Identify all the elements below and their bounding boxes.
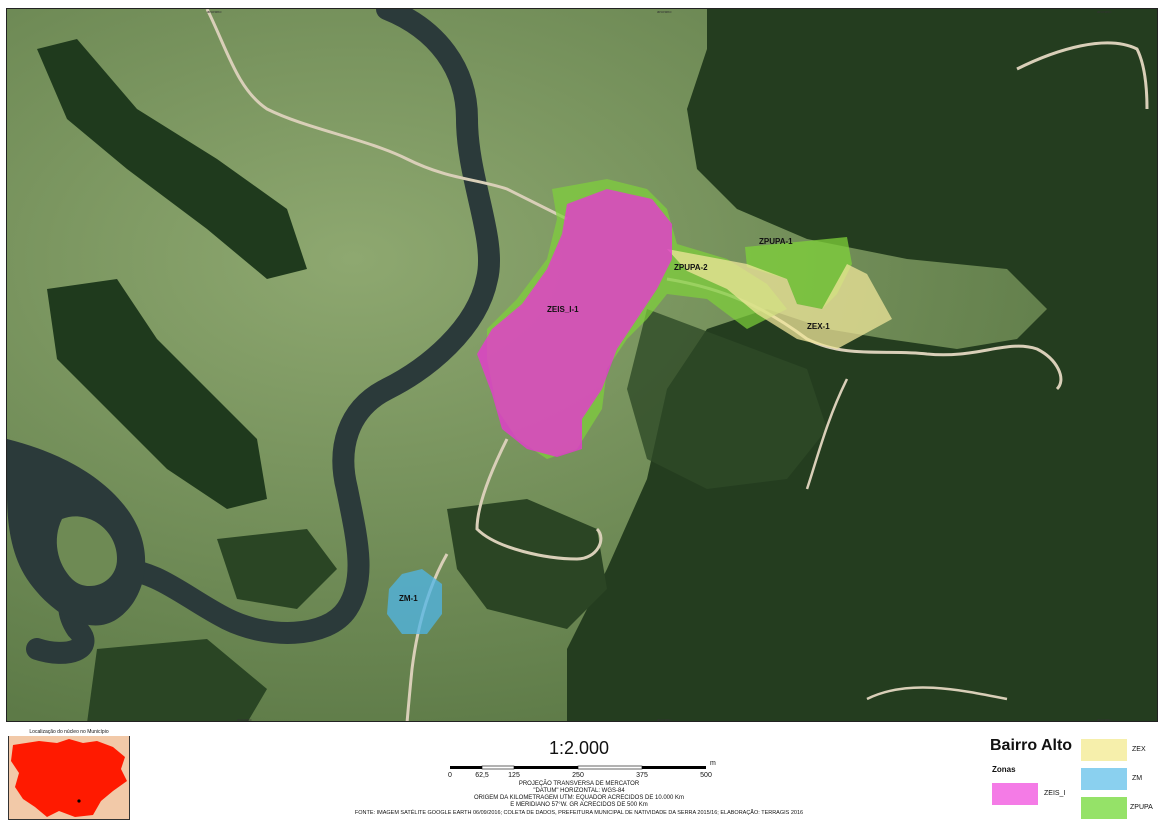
legend-label-zm: ZM xyxy=(1132,775,1143,782)
frame-coord-top-2: ancrano xyxy=(657,9,672,14)
forest-south xyxy=(447,499,607,629)
legend-label-zeis: ZEIS_I xyxy=(1044,790,1066,797)
scale-unit: m xyxy=(710,760,716,767)
legend-swatch-zm xyxy=(1081,768,1127,790)
projection-line-1: PROJEÇÃO TRANSVERSA DE MERCATOR xyxy=(518,781,640,787)
source-credits: FONTE: IMAGEM SATÉLITE GOOGLE EARTH 06/0… xyxy=(354,810,804,816)
road-se xyxy=(805,378,1008,701)
zone-zex-1[interactable] xyxy=(667,249,892,349)
inset-canvas xyxy=(11,739,127,817)
location-marker xyxy=(77,799,81,803)
scale-tick-5: 500 xyxy=(700,772,712,779)
road-north xyxy=(205,9,568,221)
frame-coord-top-3: ancrano xyxy=(1097,9,1112,14)
projection-line-3: ORIGEM DA KILOMETRAGEM UTM: EQUADOR ACRE… xyxy=(473,795,685,801)
inset-title: Localização do núcleo no Município xyxy=(8,728,130,736)
satellite-map[interactable]: ancrano ancrano ancrano ancrano ancrano … xyxy=(6,8,1158,722)
scale-tick-4: 375 xyxy=(636,772,648,779)
legend-swatch-zeis xyxy=(992,783,1038,805)
forest-east-2 xyxy=(627,309,827,489)
road-south xyxy=(475,438,603,561)
frame-coord-bottom-1: ancrano xyxy=(237,717,252,722)
zone-label-zeis: ZEIS_I-1 xyxy=(547,305,579,314)
frame-coord-top-1: ancrano xyxy=(207,9,222,14)
zone-zm-1[interactable] xyxy=(387,569,442,634)
legend-swatch-zex xyxy=(1081,739,1127,761)
map-canvas xyxy=(7,9,1157,721)
frame-coord-bottom-3: ancrano xyxy=(1097,717,1112,722)
forest-east xyxy=(567,9,1157,721)
municipality-shape xyxy=(11,739,127,817)
zone-label-zpupa-1: ZPUPA-1 xyxy=(759,237,793,246)
zone-label-zpupa-2: ZPUPA-2 xyxy=(674,263,708,272)
projection-line-2: "DATUM" HORIZONTAL: WGS-84 xyxy=(533,788,625,794)
zone-zpupa-1[interactable] xyxy=(745,237,852,309)
legend-title: Bairro Alto xyxy=(990,737,1073,754)
scale-tick-2: 125 xyxy=(508,772,520,779)
zone-zeis-1[interactable] xyxy=(477,189,672,457)
zone-label-zex: ZEX-1 xyxy=(807,322,830,331)
inset-locator-map xyxy=(8,728,130,820)
scale-tick-3: 250 xyxy=(572,772,584,779)
river-island xyxy=(56,516,117,587)
forest-strip-w xyxy=(47,279,267,509)
scale-bar xyxy=(450,765,706,770)
scale-ratio: 1:2.000 xyxy=(548,738,610,758)
forest-patch-sw xyxy=(217,529,337,609)
forest-strip-nw xyxy=(37,39,307,279)
legend-label-zpupa: ZPUPA xyxy=(1130,804,1153,811)
scale-tick-0: 0 xyxy=(448,772,452,779)
zone-label-zm: ZM-1 xyxy=(399,594,418,603)
legend-label-zex: ZEX xyxy=(1132,746,1146,753)
frame-coord-bottom-2: ancrano xyxy=(657,717,672,722)
legend-swatch-zpupa xyxy=(1081,797,1127,819)
scale-tick-1: 62,5 xyxy=(475,772,489,779)
legend-subtitle: Zonas xyxy=(992,765,1016,774)
forest-patch-s xyxy=(87,639,267,721)
projection-line-4: E MERIDIANO 57°W. GR ACRECIDOS DE 500 Km xyxy=(510,802,648,808)
road-ne xyxy=(1016,41,1149,110)
